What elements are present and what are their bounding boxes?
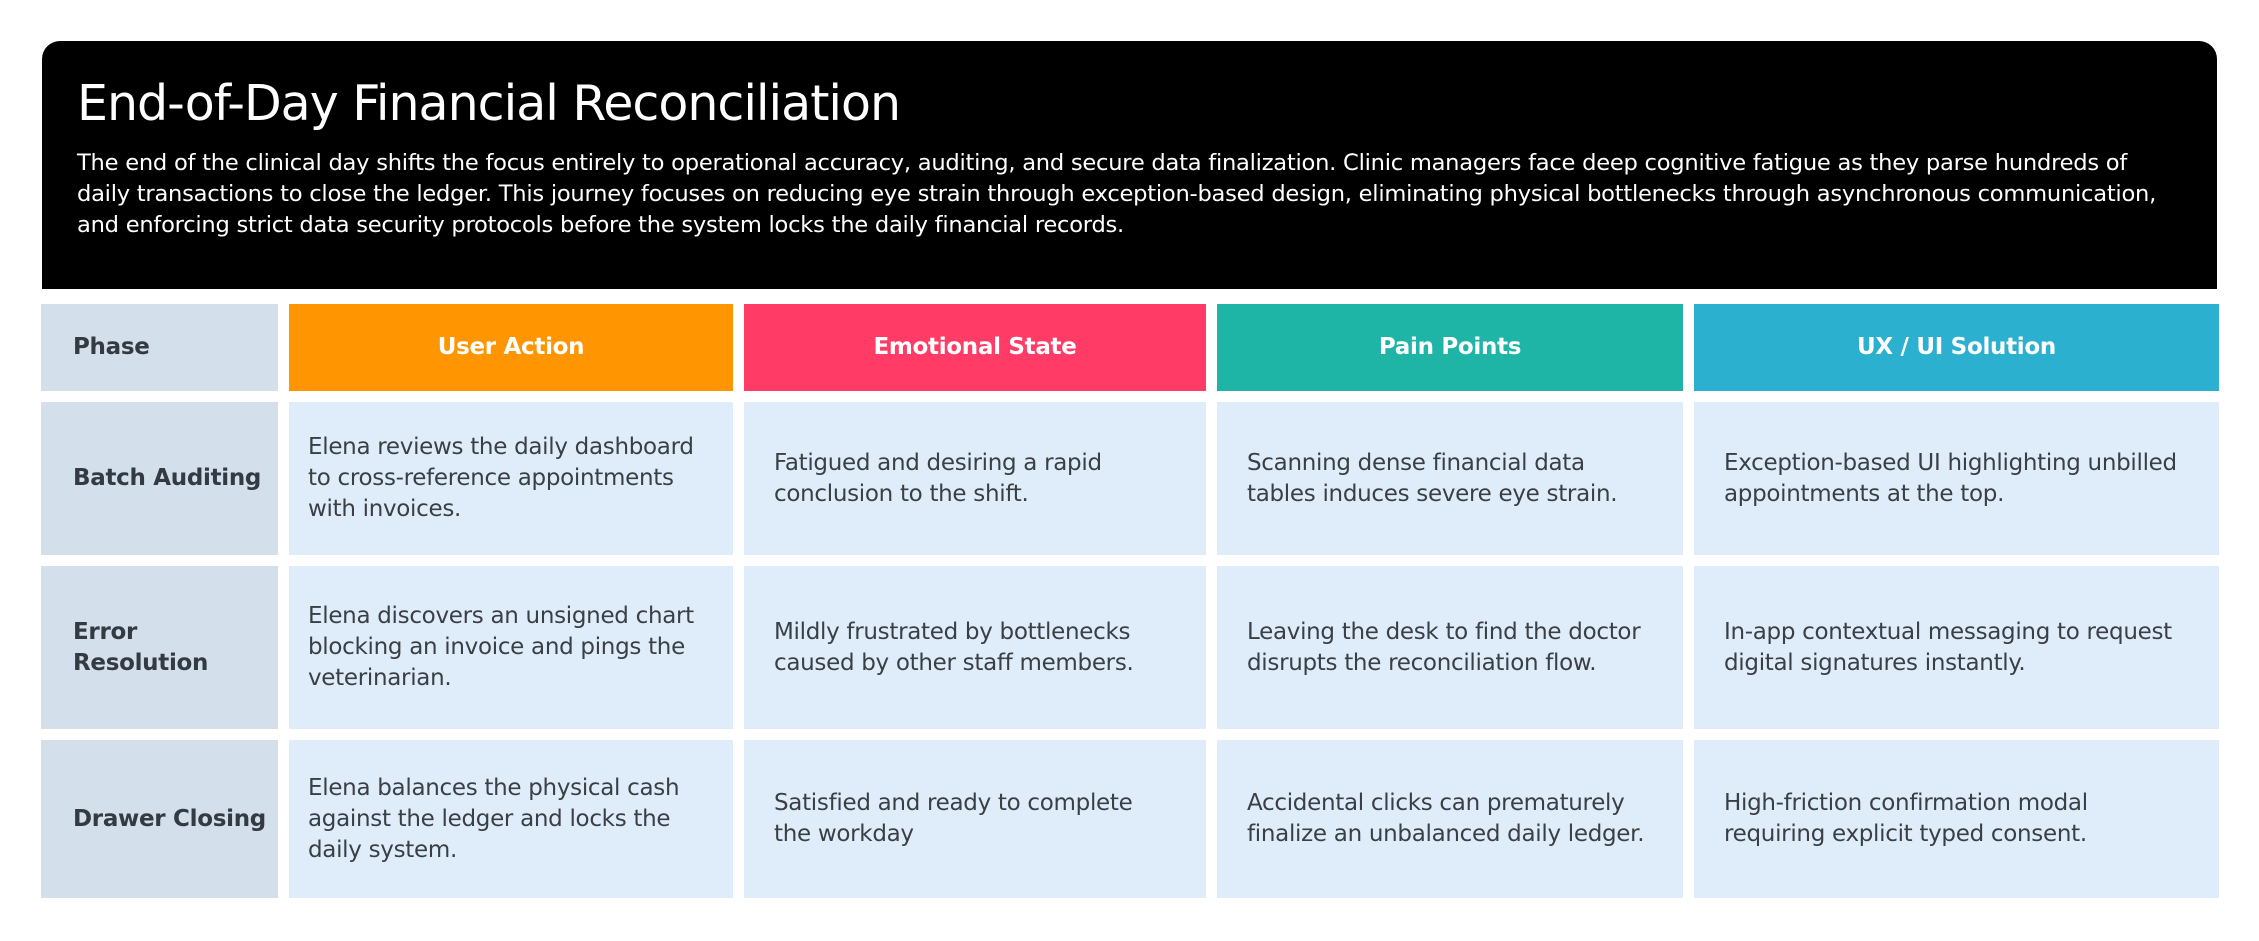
emotional-state-cell: Fatigued and desiring a rapid conclusion… (744, 402, 1206, 555)
ux-solution-cell: High-friction confirmation modal requiri… (1694, 740, 2219, 898)
user-action-cell: Elena reviews the daily dashboard to cro… (289, 402, 733, 555)
column-header-user-action: User Action (289, 304, 733, 391)
ux-solution-cell: In-app contextual messaging to request d… (1694, 566, 2219, 729)
pain-points-cell: Scanning dense financial data tables ind… (1217, 402, 1683, 555)
page-header: End-of-Day Financial Reconciliation The … (42, 41, 2217, 289)
emotional-state-cell: Mildly frustrated by bottlenecks caused … (744, 566, 1206, 729)
pain-points-cell: Accidental clicks can prematurely finali… (1217, 740, 1683, 898)
phase-cell: Drawer Closing (41, 740, 278, 898)
column-header-emotional-state: Emotional State (744, 304, 1206, 391)
column-header-ux-solution: UX / UI Solution (1694, 304, 2219, 391)
phase-cell: Batch Auditing (41, 402, 278, 555)
journey-table: Phase User Action Emotional State Pain P… (41, 304, 2219, 898)
phase-cell: Error Resolution (41, 566, 278, 729)
page-description: The end of the clinical day shifts the f… (77, 149, 2157, 238)
user-action-cell: Elena balances the physical cash against… (289, 740, 733, 898)
pain-points-cell: Leaving the desk to find the doctor disr… (1217, 566, 1683, 729)
ux-solution-cell: Exception-based UI highlighting unbilled… (1694, 402, 2219, 555)
emotional-state-cell: Satisfied and ready to complete the work… (744, 740, 1206, 898)
user-action-cell: Elena discovers an unsigned chart blocki… (289, 566, 733, 729)
column-header-pain-points: Pain Points (1217, 304, 1683, 391)
page-title: End-of-Day Financial Reconciliation (77, 75, 901, 132)
column-header-phase: Phase (41, 304, 278, 391)
